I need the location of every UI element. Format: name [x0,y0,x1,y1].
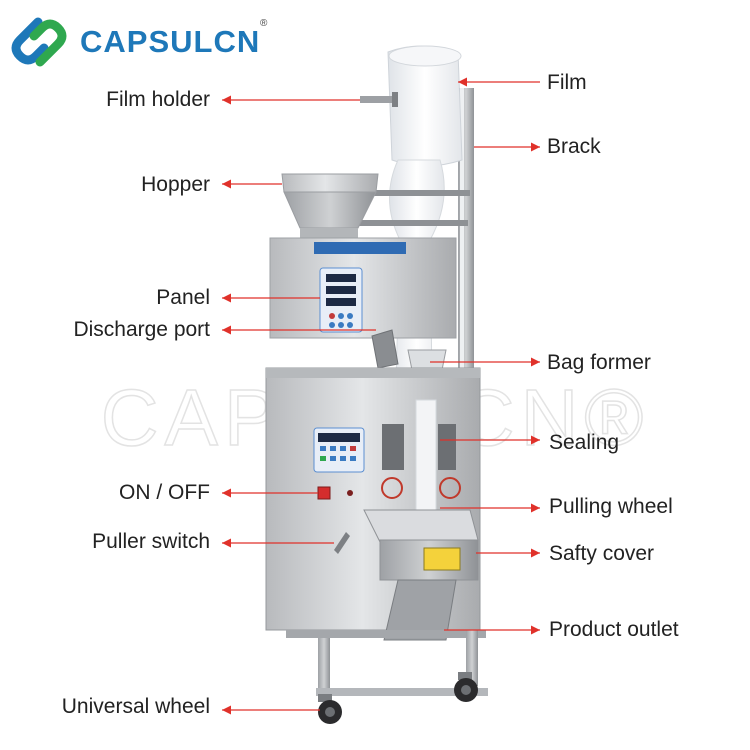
on-off-arrow [222,488,318,498]
panel-arrow [222,293,320,303]
film-arrow [458,77,540,87]
registered-mark: ® [260,18,268,29]
label-film-holder: Film holder [106,88,210,111]
safty-cover-arrow [476,548,540,558]
label-product-outlet: Product outlet [549,618,679,641]
label-puller-switch: Puller switch [92,530,210,553]
universal-wheel-arrow [222,705,320,715]
puller-switch-arrow [222,538,334,548]
guide-rod-lower [350,220,468,226]
brand-name: CAPSULCN [80,24,261,59]
label-brack: Brack [547,135,601,158]
label-discharge-port: Discharge port [73,318,210,341]
brack-arrow [474,142,540,152]
sealing-jaws [382,399,456,511]
hopper [281,173,379,238]
puller-switch-lever [334,532,350,554]
upper-control-box [269,237,457,339]
universal-wheels [318,672,478,724]
label-pulling-wheel: Pulling wheel [549,495,673,518]
film-holder-rod [360,92,398,107]
bag-former-arrow [430,357,540,367]
callout-arrows [222,77,540,715]
pulling-wheels [381,477,461,499]
guide-rod-upper [338,190,470,196]
hopper-arrow [222,179,282,189]
discharge-port-arrow [222,325,376,335]
label-safty-cover: Safty cover [549,542,655,565]
sealing-arrow [440,435,540,445]
product-outlet-chute [383,579,457,641]
label-panel: Panel [156,286,210,309]
label-on-off: ON / OFF [119,481,210,504]
pulling-wheel-arrow [440,503,540,513]
discharge-port [371,329,399,369]
label-sealing: Sealing [549,431,620,454]
chain-link-logo-icon [11,17,67,67]
bracket-post [458,88,474,388]
safety-cover [363,509,479,581]
brand-logo: CAPSULCN ® [8,14,278,70]
label-film: Film [547,71,587,94]
label-universal-wheel: Universal wheel [61,695,210,718]
film-holder-arrow [222,95,360,105]
label-hopper: Hopper [141,173,210,196]
film-roll [387,45,463,167]
product-outlet-arrow [444,625,540,635]
label-bag-former: Bag former [547,351,651,374]
